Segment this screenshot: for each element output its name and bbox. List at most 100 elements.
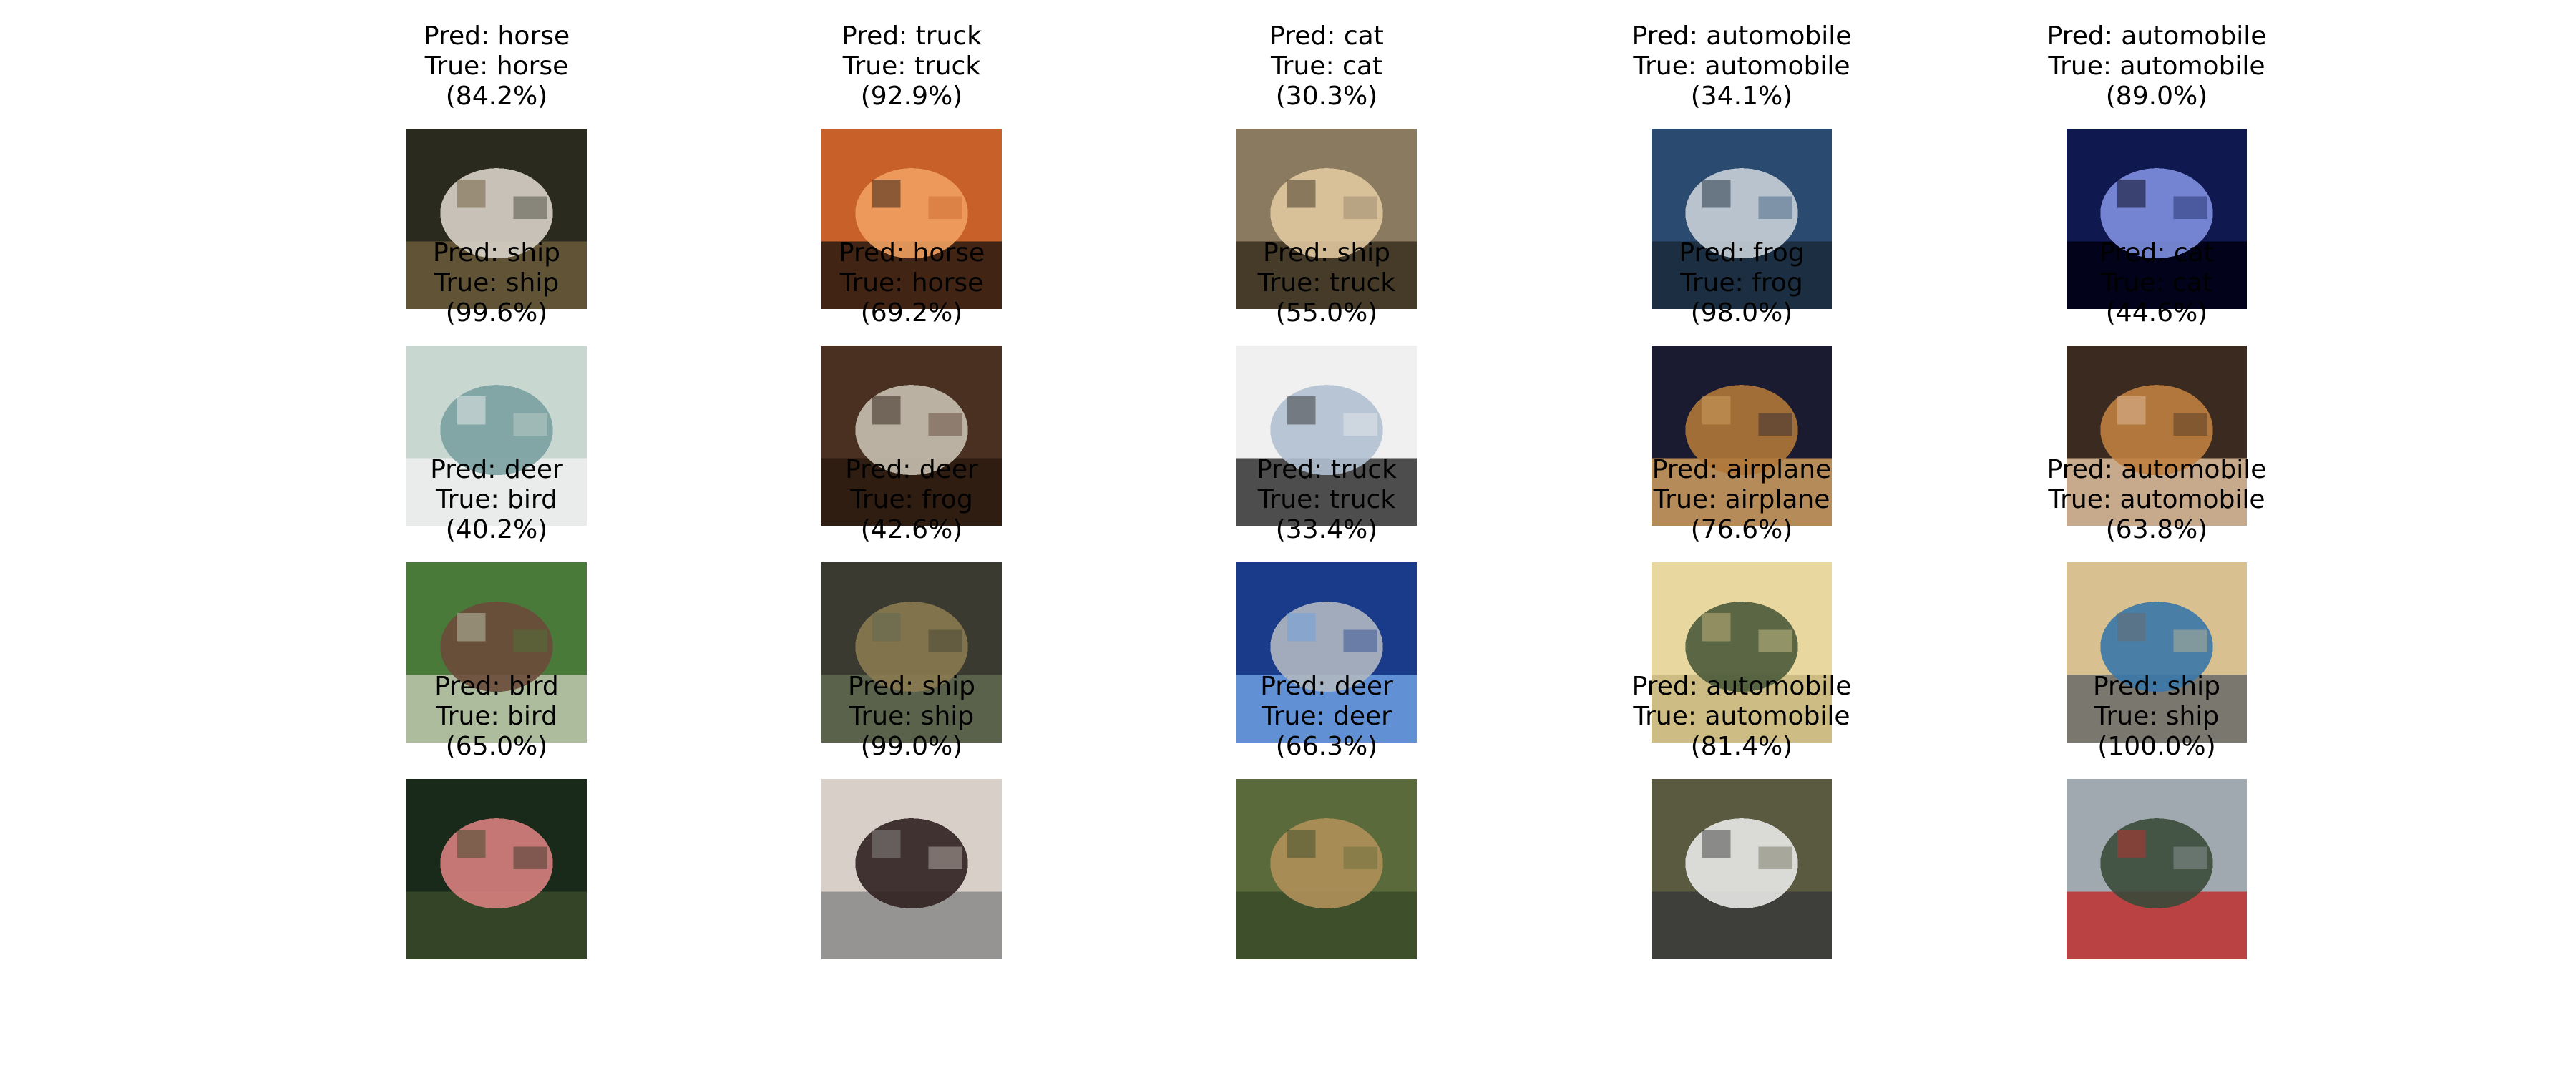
- true-label: True: horse: [839, 268, 984, 298]
- thumbnail-image: [1652, 129, 1832, 309]
- true-label: True: bird: [436, 485, 557, 514]
- true-label: True: truck: [1257, 268, 1396, 298]
- true-label: True: truck: [1257, 485, 1396, 514]
- thumbnail-image: [2067, 129, 2247, 309]
- thumbnail-image: [2067, 346, 2247, 526]
- predicted-label: Pred: deer: [1260, 672, 1393, 701]
- confidence-value: (55.0%): [1275, 298, 1378, 328]
- confidence-value: (33.4%): [1275, 515, 1378, 544]
- true-label: True: automobile: [2048, 485, 2265, 514]
- predicted-label: Pred: automobile: [2046, 455, 2267, 484]
- confidence-value: (76.6%): [1690, 515, 1793, 544]
- predicted-label: Pred: deer: [845, 455, 978, 484]
- true-label: True: ship: [434, 268, 560, 298]
- predicted-label: Pred: bird: [434, 672, 559, 701]
- predicted-label: Pred: horse: [423, 21, 570, 51]
- thumbnail-image: [406, 129, 587, 309]
- predicted-label: Pred: ship: [432, 238, 561, 268]
- true-label: True: cat: [1270, 52, 1382, 81]
- predicted-label: Pred: automobile: [2046, 21, 2267, 51]
- confidence-value: (99.0%): [860, 732, 963, 761]
- true-label: True: ship: [849, 702, 975, 731]
- confidence-value: (84.2%): [445, 82, 548, 111]
- confidence-value: (99.6%): [445, 298, 548, 328]
- thumbnail-image: [1236, 129, 1417, 309]
- confidence-value: (65.0%): [445, 732, 548, 761]
- true-label: True: bird: [436, 702, 557, 731]
- predicted-label: Pred: automobile: [1631, 21, 1852, 51]
- thumbnail-image: [821, 562, 1002, 743]
- predicted-label: Pred: automobile: [1631, 672, 1852, 701]
- thumbnail-image: [821, 779, 1002, 959]
- thumbnail-image: [2067, 562, 2247, 743]
- thumbnail-image: [1652, 779, 1832, 959]
- confidence-value: (34.1%): [1690, 82, 1793, 111]
- confidence-value: (89.0%): [2105, 82, 2208, 111]
- true-label: True: truck: [842, 52, 981, 81]
- thumbnail-image: [1236, 346, 1417, 526]
- confidence-value: (30.3%): [1275, 82, 1378, 111]
- predicted-label: Pred: cat: [2099, 238, 2214, 268]
- true-label: True: automobile: [1633, 52, 1850, 81]
- true-label: True: automobile: [1633, 702, 1850, 731]
- true-label: True: deer: [1262, 702, 1392, 731]
- thumbnail-image: [821, 346, 1002, 526]
- thumbnail-image: [406, 346, 587, 526]
- true-label: True: ship: [2094, 702, 2220, 731]
- confidence-value: (92.9%): [860, 82, 963, 111]
- true-label: True: airplane: [1653, 485, 1830, 514]
- thumbnail-image: [406, 779, 587, 959]
- predicted-label: Pred: horse: [838, 238, 985, 268]
- thumbnail-image: [406, 562, 587, 743]
- predicted-label: Pred: airplane: [1652, 455, 1832, 484]
- predicted-label: Pred: truck: [1256, 455, 1397, 484]
- true-label: True: frog: [850, 485, 973, 514]
- confidence-value: (81.4%): [1690, 732, 1793, 761]
- true-label: True: automobile: [2048, 52, 2265, 81]
- thumbnail-image: [1652, 346, 1832, 526]
- confidence-value: (42.6%): [860, 515, 963, 544]
- predicted-label: Pred: ship: [2092, 672, 2221, 701]
- predicted-label: Pred: ship: [1262, 238, 1391, 268]
- predicted-label: Pred: ship: [847, 672, 976, 701]
- confidence-value: (66.3%): [1275, 732, 1378, 761]
- true-label: True: cat: [2100, 268, 2212, 298]
- thumbnail-image: [1236, 562, 1417, 743]
- true-label: True: frog: [1680, 268, 1803, 298]
- confidence-value: (98.0%): [1690, 298, 1793, 328]
- thumbnail-image: [1236, 779, 1417, 959]
- thumbnail-image: [2067, 779, 2247, 959]
